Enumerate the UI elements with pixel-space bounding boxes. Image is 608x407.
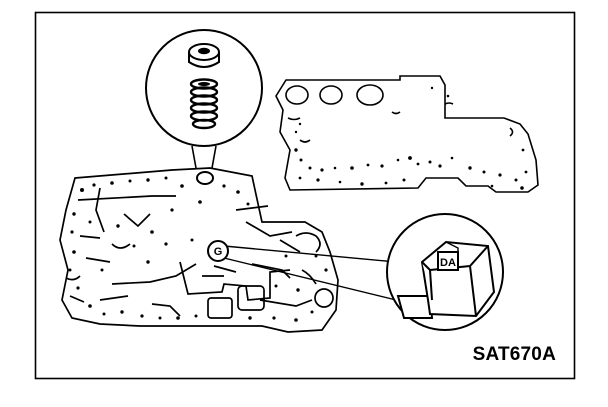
spring-icon [189, 78, 219, 130]
solenoid-callout: G DA [207, 213, 504, 331]
solenoid-stamp: DA [440, 257, 456, 269]
callout-mark: G [214, 246, 223, 258]
separator-plate-holes [294, 86, 528, 190]
spring-callout [145, 29, 263, 185]
valve-body [59, 167, 339, 333]
solenoid-icon [396, 240, 496, 319]
figure-frame [34, 11, 576, 380]
separator-plate [275, 75, 539, 193]
figure-code: SAT670A [472, 344, 556, 365]
